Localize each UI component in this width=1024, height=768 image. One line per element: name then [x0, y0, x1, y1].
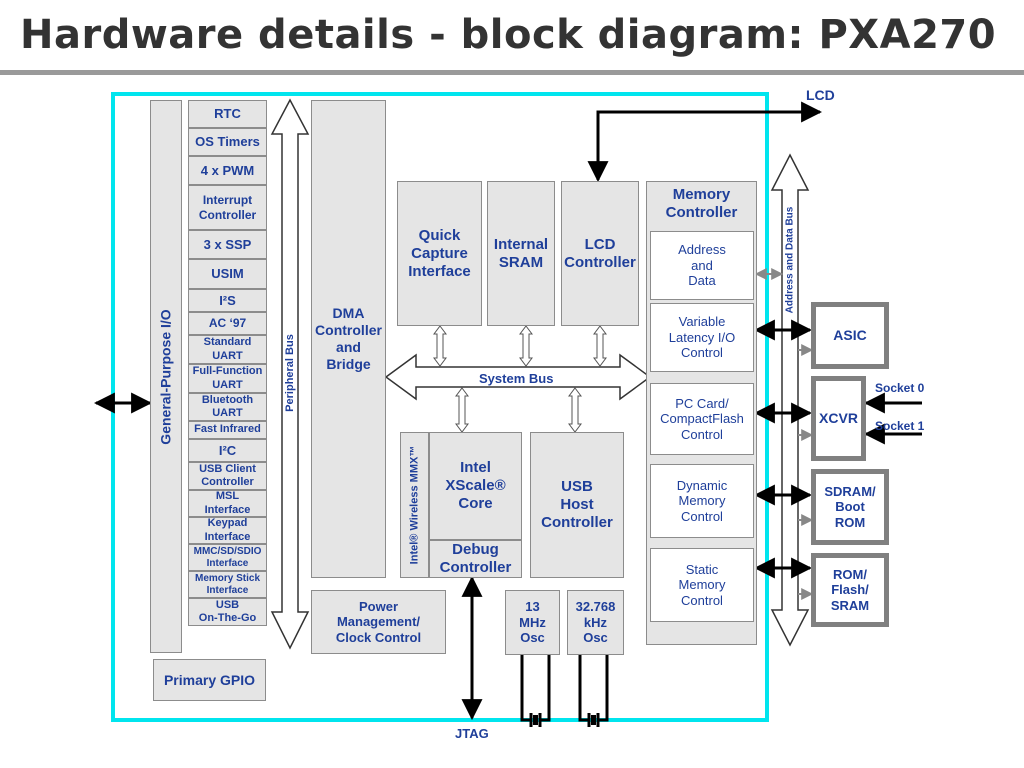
- socket-1-label: Socket 1: [875, 419, 925, 433]
- general-purpose-io-label: General-Purpose I/O: [157, 308, 174, 445]
- address-data-bus-label: Address and Data Bus: [784, 206, 796, 314]
- intel-wireless-mmx: Intel® Wireless MMX™: [400, 432, 429, 578]
- quick-capture-interface: Quick Capture Interface: [397, 181, 482, 326]
- memory-controller-label: Memory Controller: [665, 186, 738, 221]
- peripheral-bus-arrow: [270, 98, 310, 650]
- rom-flash-sram-device: ROM/ Flash/ SRAM: [811, 553, 889, 627]
- peripheral-interrupt-controller: Interrupt Controller: [188, 185, 267, 230]
- peripheral-fast-infrared: Fast Infrared: [188, 421, 267, 439]
- slide-title: Hardware details - block diagram: PXA270: [20, 12, 997, 58]
- dma-controller-bridge: DMA Controller and Bridge: [311, 100, 386, 578]
- general-purpose-io-block: General-Purpose I/O: [150, 100, 182, 653]
- peripheral-i2s: I²S: [188, 289, 267, 312]
- peripheral-ssp: 3 x SSP: [188, 230, 267, 259]
- peripheral-usb-client-controller: USB Client Controller: [188, 462, 267, 490]
- lcd-output-label: LCD: [806, 87, 835, 103]
- mem-dynamic-memory-control: Dynamic Memory Control: [650, 464, 754, 538]
- peripheral-bluetooth-uart: Bluetooth UART: [188, 393, 267, 421]
- peripheral-memory-stick-interface: Memory Stick Interface: [188, 571, 267, 598]
- sdram-boot-rom-device: SDRAM/ Boot ROM: [811, 469, 889, 545]
- peripheral-usb-on-the-go: USB On-The-Go: [188, 598, 267, 626]
- lcd-controller: LCD Controller: [561, 181, 639, 326]
- mem-address-and-data: Address and Data: [650, 231, 754, 300]
- usb-host-controller: USB Host Controller: [530, 432, 624, 578]
- debug-controller: Debug Controller: [429, 540, 522, 578]
- mem-pc-card-compactflash: PC Card/ CompactFlash Control: [650, 383, 754, 455]
- oscillator-32khz: 32.768 kHz Osc: [567, 590, 624, 655]
- peripheral-keypad-interface: Keypad Interface: [188, 517, 267, 544]
- system-bus-label: System Bus: [479, 371, 554, 386]
- mem-static-memory-control: Static Memory Control: [650, 548, 754, 622]
- peripheral-os-timers: OS Timers: [188, 128, 267, 156]
- power-management-clock-control: Power Management/ Clock Control: [311, 590, 446, 654]
- peripheral-bus-label-wrap: Peripheral Bus: [282, 134, 298, 612]
- peripheral-mmc-sd-sdio-interface: MMC/SD/SDIO Interface: [188, 544, 267, 571]
- intel-wireless-mmx-label: Intel® Wireless MMX™: [407, 445, 420, 565]
- peripheral-rtc: RTC: [188, 100, 267, 128]
- peripheral-i2c: I²C: [188, 439, 267, 462]
- address-data-bus-label-wrap: Address and Data Bus: [782, 190, 798, 330]
- internal-sram: Internal SRAM: [487, 181, 555, 326]
- mem-variable-latency-io: Variable Latency I/O Control: [650, 303, 754, 372]
- peripheral-pwm: 4 x PWM: [188, 156, 267, 185]
- primary-gpio: Primary GPIO: [153, 659, 266, 701]
- title-divider: [0, 70, 1024, 75]
- peripheral-ac97: AC ‘97: [188, 312, 267, 335]
- peripheral-bus-label: Peripheral Bus: [284, 334, 296, 412]
- peripheral-usim: USIM: [188, 259, 267, 289]
- asic-device: ASIC: [811, 302, 889, 369]
- peripheral-msl-interface: MSL Interface: [188, 490, 267, 517]
- jtag-label: JTAG: [455, 726, 489, 741]
- address-data-bus-arrow: [770, 153, 810, 647]
- xcvr-device: XCVR: [811, 376, 866, 461]
- oscillator-13mhz: 13 MHz Osc: [505, 590, 560, 655]
- peripheral-standard-uart: Standard UART: [188, 335, 267, 364]
- intel-xscale-core: Intel XScale® Core: [429, 432, 522, 540]
- socket-0-label: Socket 0: [875, 381, 925, 395]
- peripheral-full-function-uart: Full-Function UART: [188, 364, 267, 393]
